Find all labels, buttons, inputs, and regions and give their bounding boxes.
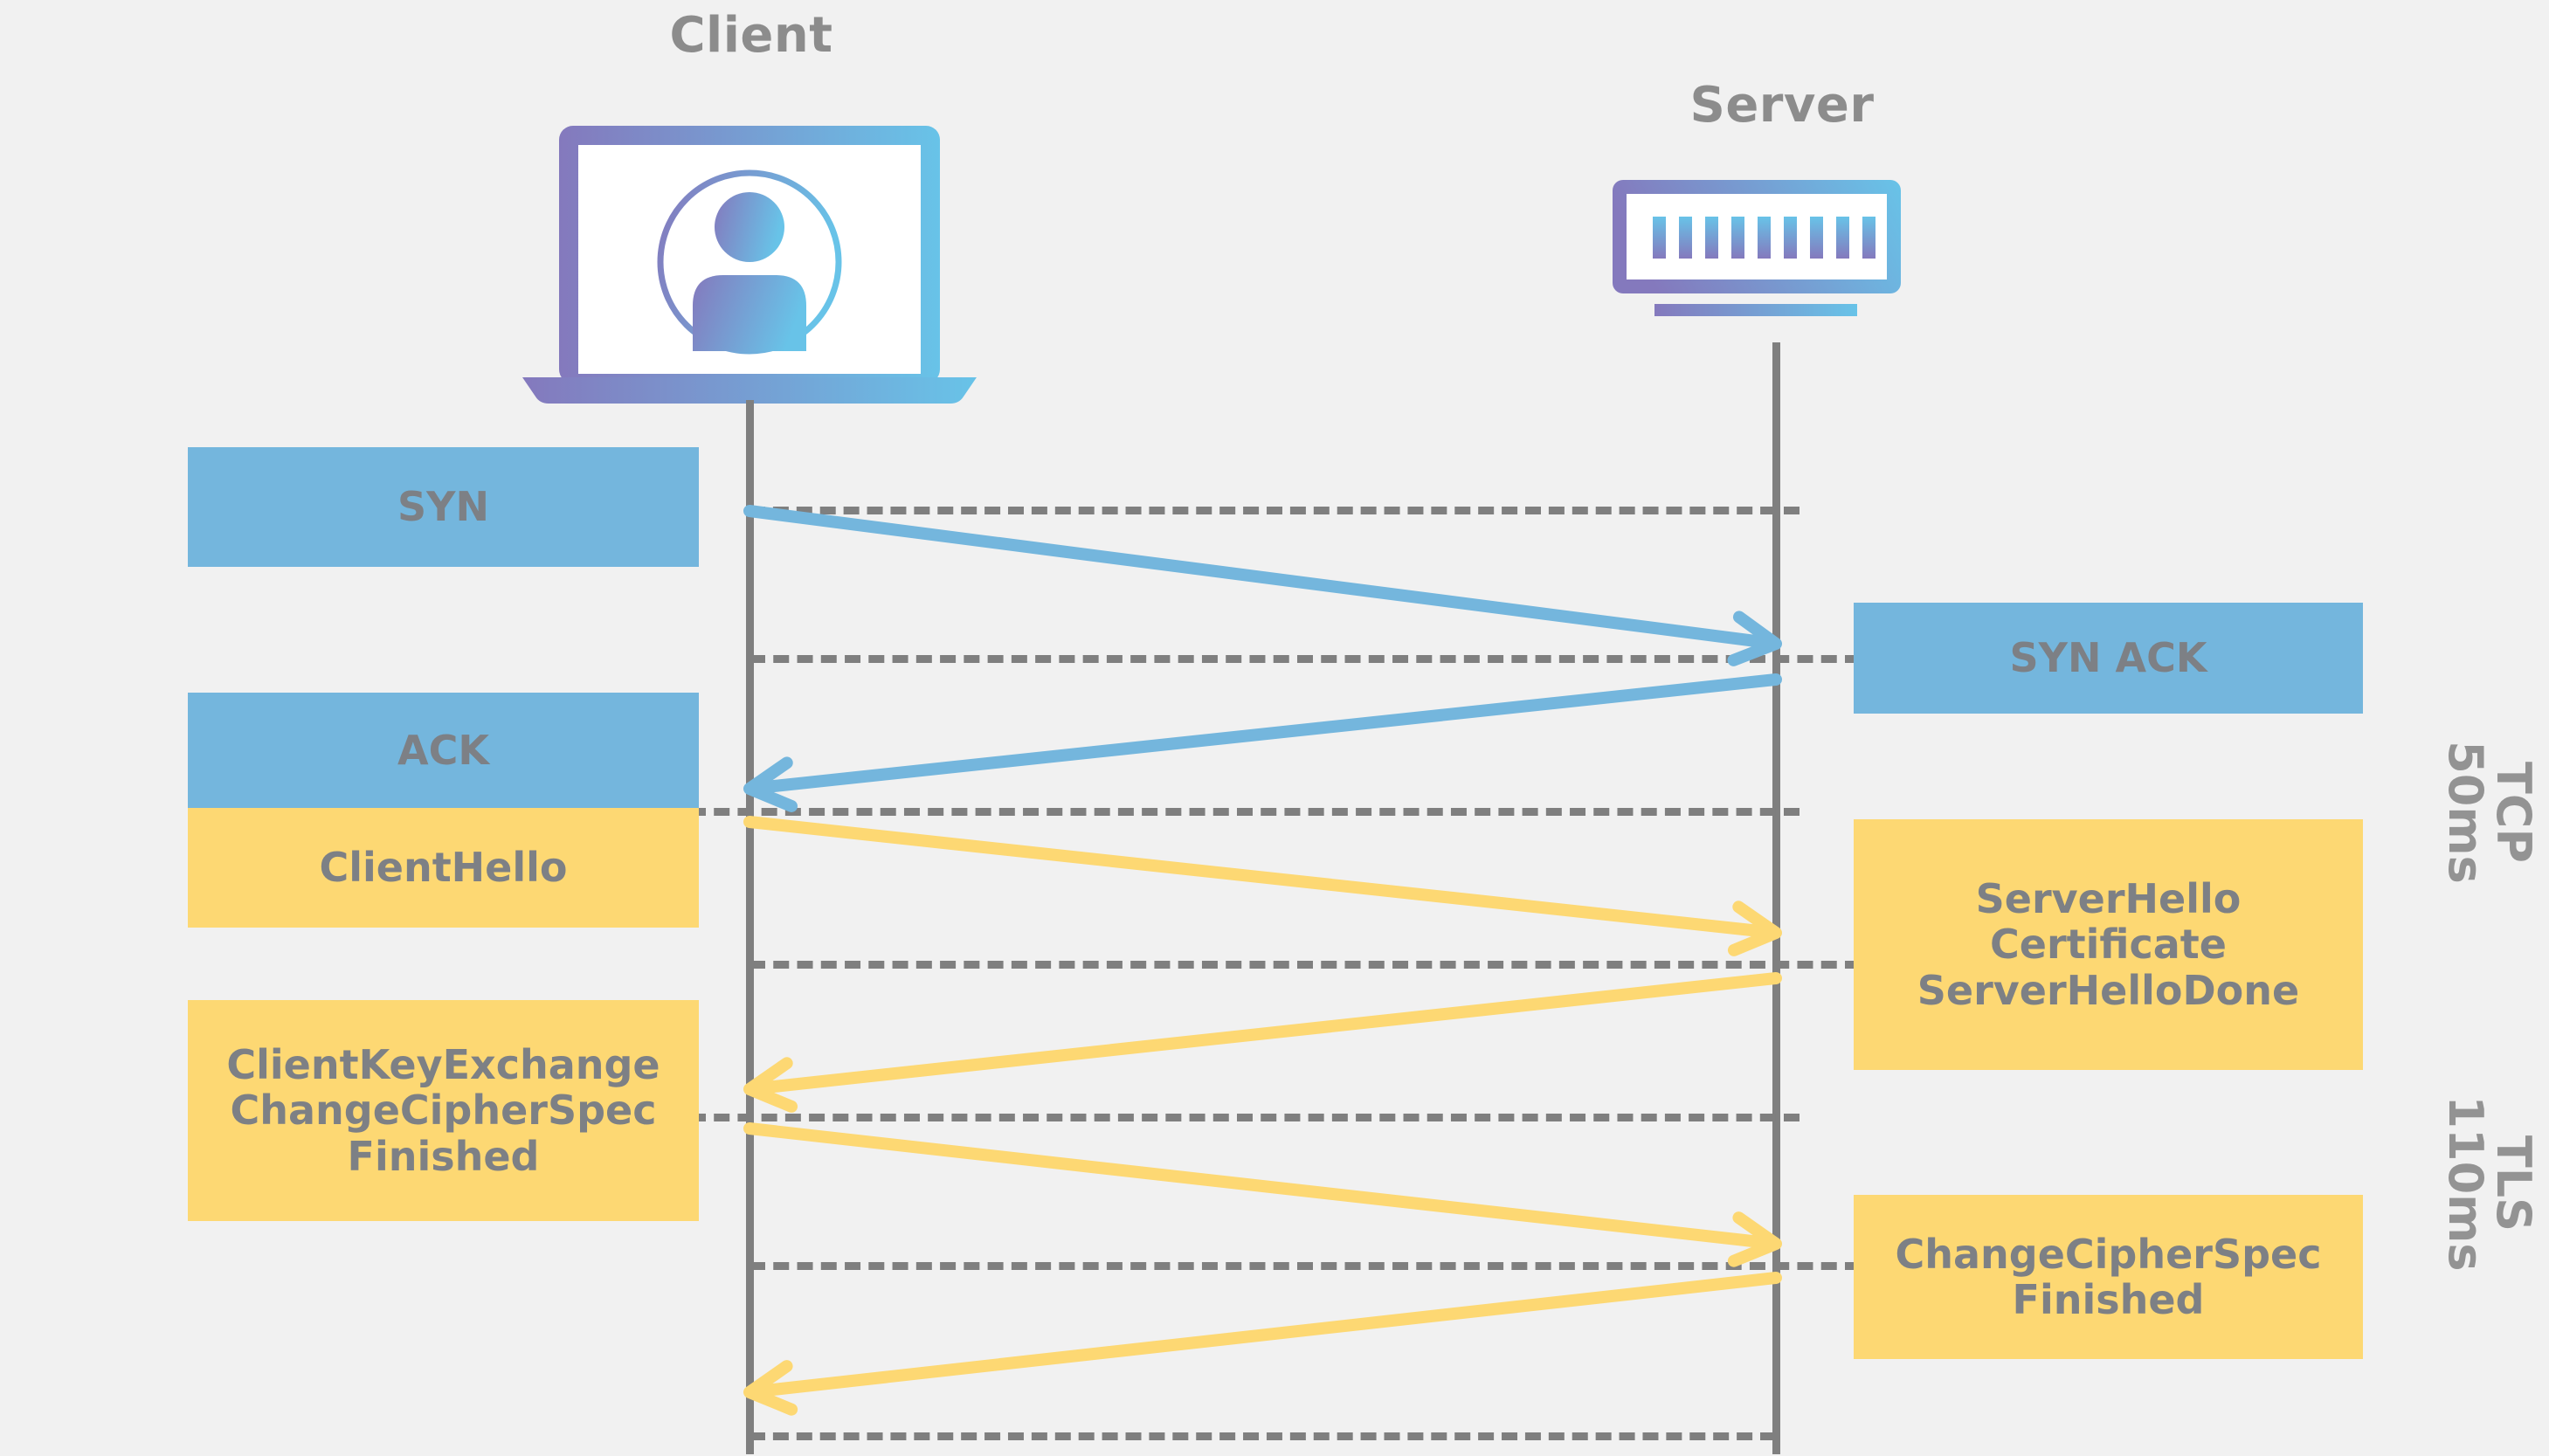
message-box-syn-ack[interactable]: SYN ACK [1854,603,2363,714]
message-label: SYN ACK [2009,634,2207,682]
message-box-client-key-exchange-group[interactable]: ClientKeyExchange ChangeCipherSpec Finis… [188,1000,699,1221]
arrow-client-key-exchange [743,1122,1782,1267]
laptop-user-icon [522,115,977,404]
dashed-separator [690,808,1799,816]
arrowhead-icon [743,756,798,812]
client-actor-title: Client [669,7,833,64]
client-lifeline [746,400,754,1454]
arrow-syn [743,505,1782,666]
message-label: ClientKeyExchange ChangeCipherSpec Finis… [226,1040,660,1180]
arrow-server-finished [743,1272,1782,1416]
message-label: ChangeCipherSpec Finished [1895,1230,2322,1323]
dashed-separator [690,1114,1799,1121]
message-box-syn[interactable]: SYN [188,447,699,567]
message-box-client-hello[interactable]: ClientHello [188,808,699,928]
dashed-separator [750,655,1861,663]
dashed-separator [750,507,1799,514]
server-rack-icon [1607,175,1957,349]
phase-label-tcp: TCP 50ms [2437,741,2541,884]
arrowhead-icon [1727,901,1782,956]
arrowhead-icon [1727,1211,1782,1267]
arrowhead-icon [743,1057,798,1113]
arrow-client-hello [743,816,1782,956]
server-actor-title: Server [1689,77,1875,134]
message-label: ACK [397,726,489,774]
message-box-ack[interactable]: ACK [188,693,699,808]
arrowhead-icon [743,1360,798,1416]
arrow-server-hello [743,972,1782,1113]
dashed-separator [750,961,1861,969]
dashed-separator [750,1262,1861,1270]
arrowhead-icon [1727,611,1782,666]
message-label: SYN [397,483,489,531]
arrow-syn-ack [743,673,1782,812]
message-label: ServerHello Certificate ServerHelloDone [1917,874,2300,1014]
message-box-server-hello-group[interactable]: ServerHello Certificate ServerHelloDone [1854,819,2363,1070]
dashed-separator [750,1432,1776,1440]
server-lifeline [1772,342,1780,1454]
phase-label-tls: TLS 110ms [2437,1095,2541,1272]
message-label: ClientHello [319,844,568,892]
message-box-change-cipher-spec-finished[interactable]: ChangeCipherSpec Finished [1854,1195,2363,1359]
